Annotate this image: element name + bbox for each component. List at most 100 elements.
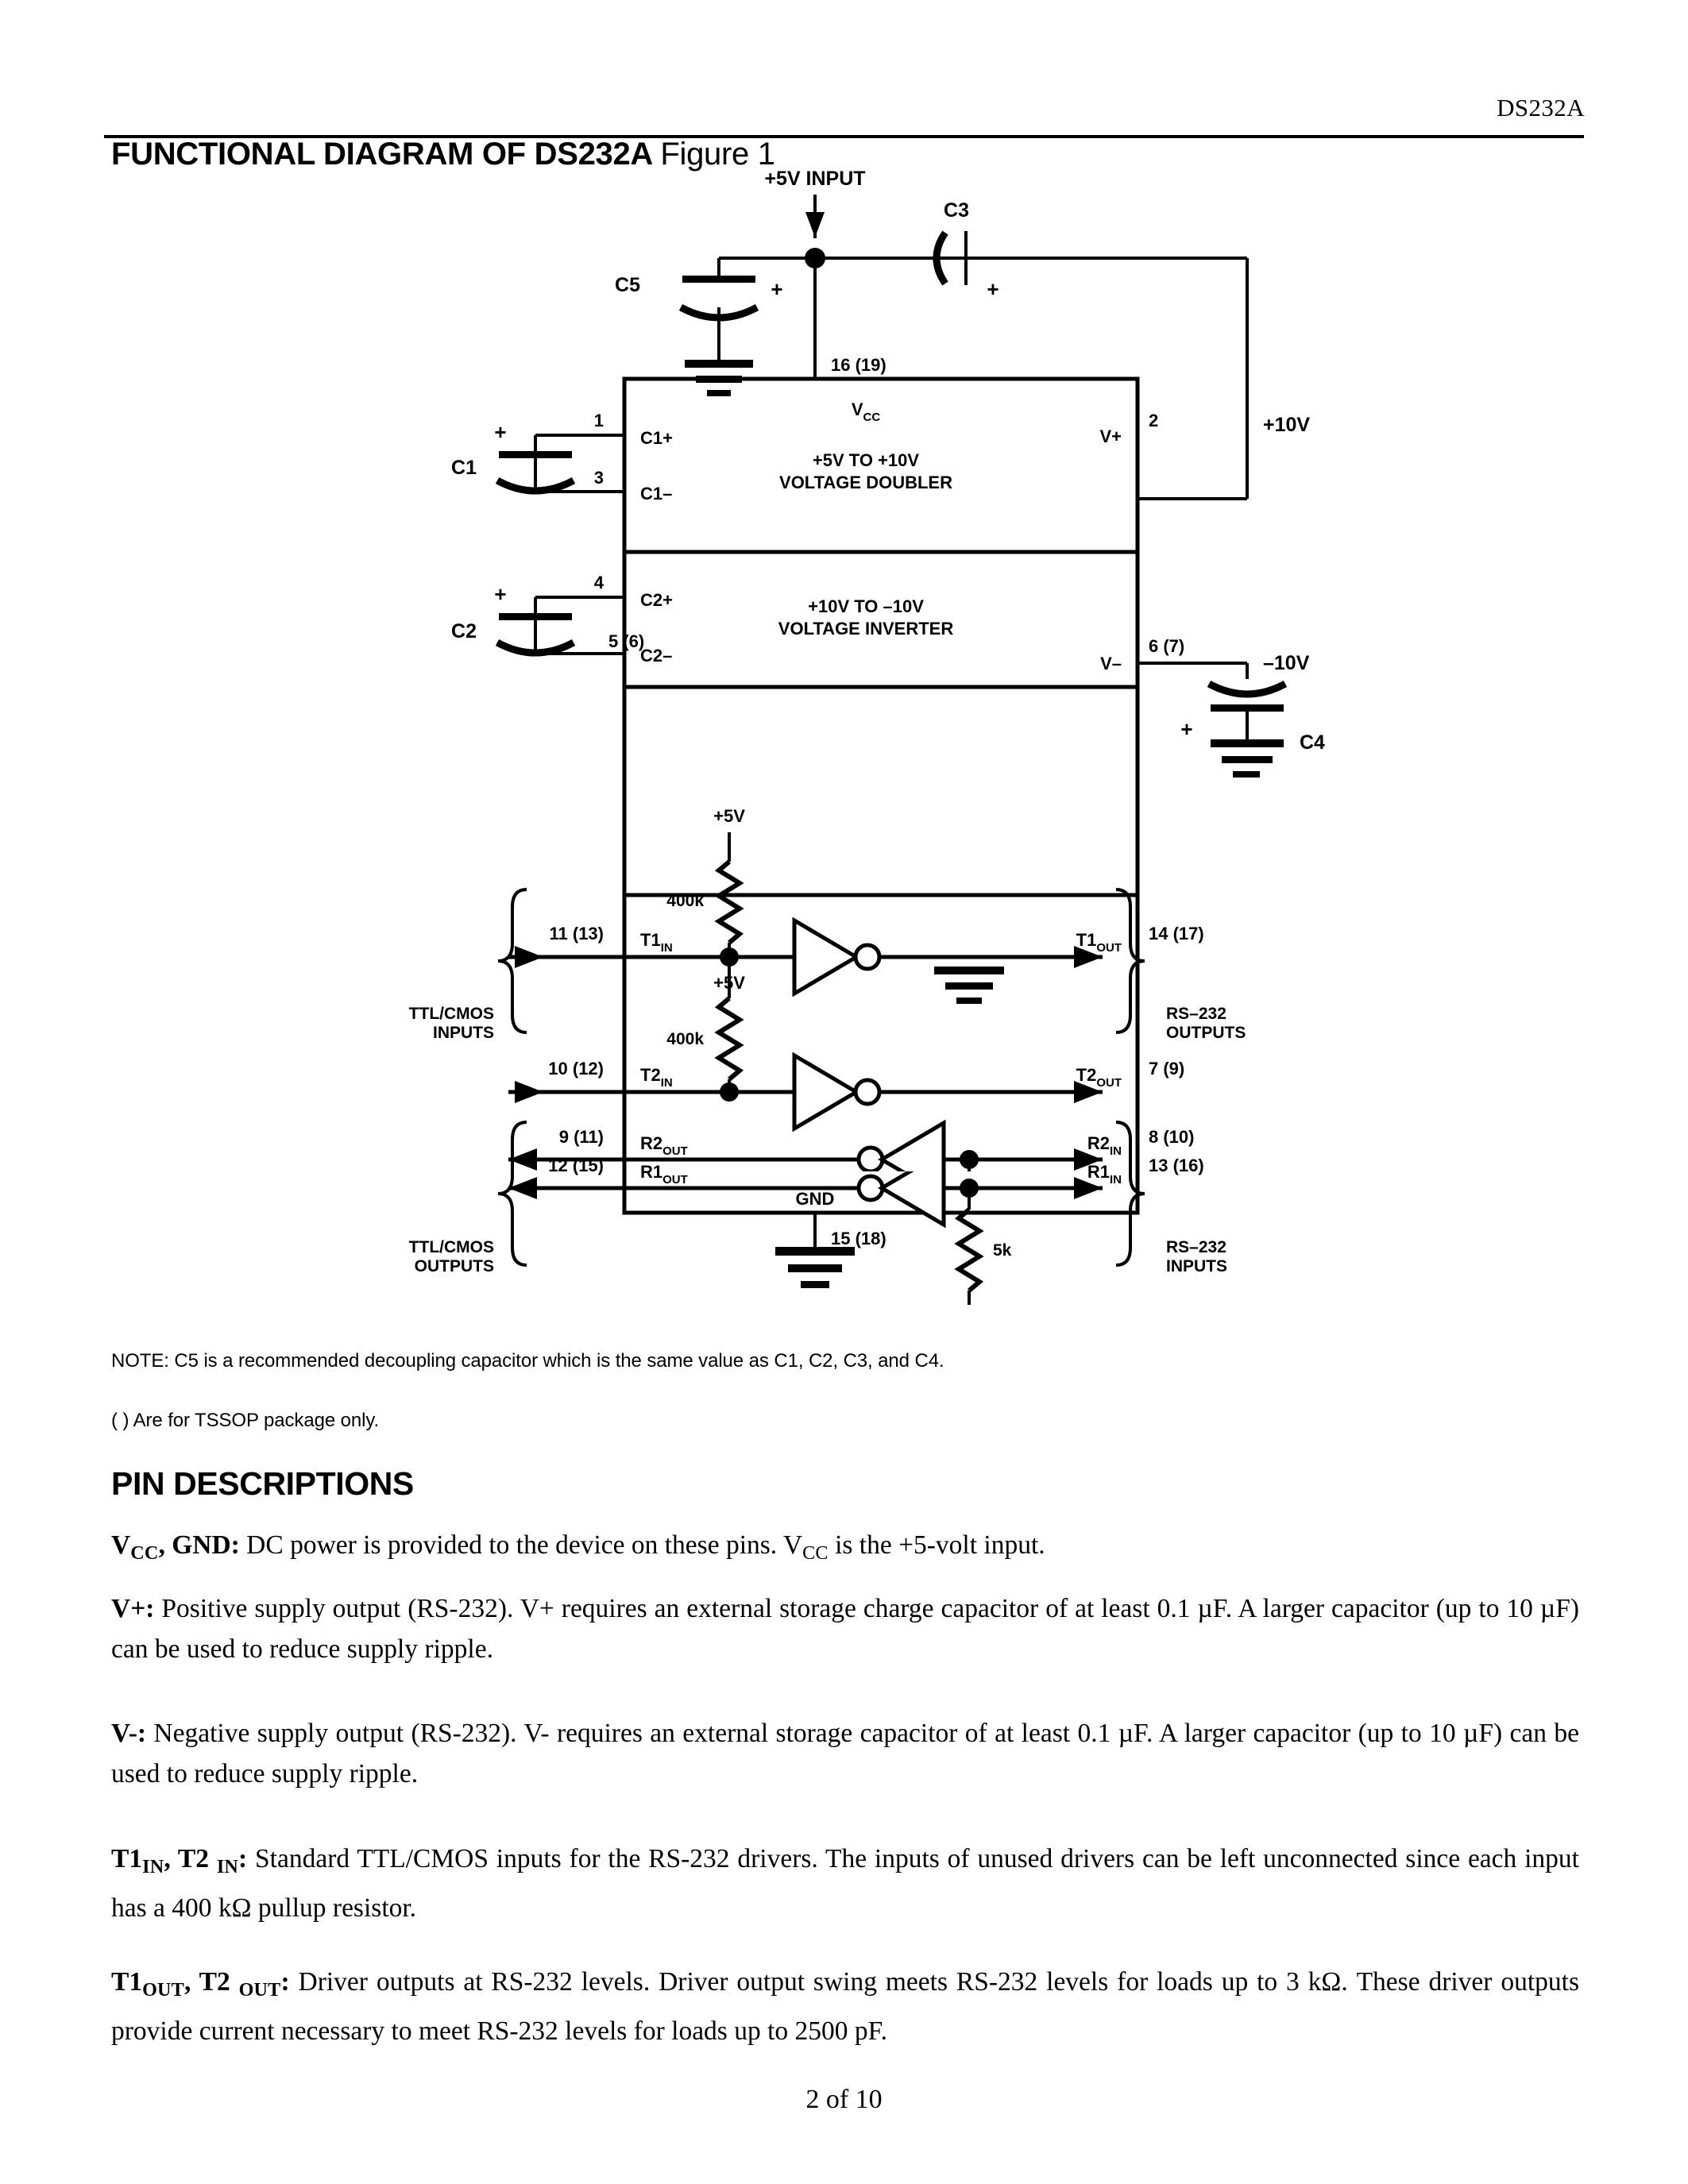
capacitor-c1-label: C1 [451,457,477,479]
section-title-text: FUNCTIONAL DIAGRAM OF DS232A [111,137,652,172]
resistor-5k-receiver1: 5k [993,1241,1012,1260]
pin-label-vcc: 16 (19) [831,355,886,375]
vminus-body: Negative supply output (RS-232). V- requ… [111,1719,1579,1788]
c3-polarity-plus: + [987,277,999,301]
term-t2out: , T2 [183,1967,239,1997]
vcc-gnd-body-b: is the +5-volt input. [828,1530,1045,1560]
pin-name-r1out: R1OUT [640,1162,688,1187]
capacitor-c2-label: C2 [451,620,477,642]
group-label-ttl-outputs-line1: TTL/CMOS [409,1238,494,1256]
block-doubler-line1: +5V TO +10V [813,450,919,470]
c2-polarity-plus: + [494,582,506,606]
pin-number-vminus: 6 (7) [1149,636,1184,656]
block-inverter-line2: VOLTAGE INVERTER [778,619,954,639]
block-label-gnd: GND [796,1189,835,1209]
pin-name-t2out: T2OUT [1076,1065,1122,1090]
term-t1out: T1 [111,1967,143,1997]
vplus-body: Positive supply output (RS-232). V+ requ… [111,1594,1579,1664]
term-t1in: T1 [111,1844,143,1873]
pin-name-c2p: C2+ [640,590,673,610]
term-vcc: V [111,1530,131,1560]
term-vminus: V-: [111,1719,147,1748]
pin-number-c2p: 4 [594,573,605,592]
pin-number-c2n: 5 (6) [608,631,644,651]
pin-descriptions-heading: PIN DESCRIPTIONS [111,1465,414,1502]
pin-number-r1in: 13 (16) [1149,1156,1204,1175]
pin-name-c2n: C2– [640,646,672,666]
pin-number-t1out: 14 (17) [1149,924,1204,943]
pin-number-t2out: 7 (9) [1149,1059,1184,1078]
rail-label-plus10v: +10V [1263,414,1310,436]
capacitor-c5-label: C5 [615,274,640,296]
tout-body: Driver outputs at RS-232 levels. Driver … [111,1967,1579,2046]
section-title: FUNCTIONAL DIAGRAM OF DS232A Figure 1 [111,137,775,172]
resistor-400k-driver2: 400k [666,1030,704,1048]
pin-number-r2in: 8 (10) [1149,1127,1194,1147]
rail-label-plus5v-driver2: +5V [713,973,745,993]
functional-diagram-figure: +5V INPUT C5 + C3 + 16 (19) VCC +5V TO +… [0,171,1688,1306]
header-divider [104,135,1584,138]
pin-name-t1out: T1OUT [1076,930,1122,955]
term-t2in-subscript: IN [216,1856,239,1877]
term-t1in-subscript: IN [142,1856,164,1877]
supply-input-label: +5V INPUT [764,171,865,190]
pin-description-vcc-gnd: VCC, GND: DC power is provided to the de… [111,1525,1579,1574]
rail-label-plus5v-driver1: +5V [713,806,745,826]
term-vplus: V+: [111,1594,155,1623]
term-t1out-subscript: OUT [142,1979,184,2001]
pin-description-vminus: V-: Negative supply output (RS-232). V- … [111,1713,1579,1794]
note-decoupling-capacitor: NOTE: C5 is a recommended decoupling cap… [111,1350,944,1372]
term-t2out-subscript: OUT [238,1979,281,2001]
pin-name-c1n: C1– [640,484,672,504]
receiver2-overlay: 9 (11) R2OUT R2IN 8 (10) 5k [508,1119,1194,1171]
pin-description-tin: T1IN, T2 IN: Standard TTL/CMOS inputs fo… [111,1839,1579,1928]
block-inverter-line1: +10V TO –10V [808,596,924,616]
pin-number-r2out: 9 (11) [559,1127,604,1147]
rail-label-minus10v: –10V [1263,652,1310,674]
block-doubler-line2: VOLTAGE DOUBLER [779,473,952,492]
pin-description-vplus: V+: Positive supply output (RS-232). V+ … [111,1588,1579,1669]
pin-name-r2in: R2IN [1087,1133,1122,1158]
pin-name-t2in: T2IN [640,1065,673,1090]
pin-number-t2in: 10 (12) [548,1059,604,1078]
vcc-gnd-body-subscript: CC [802,1542,829,1564]
pin-number-vplus: 2 [1149,411,1158,430]
resistor-400k-driver1: 400k [666,892,704,910]
group-label-rs232-outputs-line1: RS–232 [1166,1005,1226,1023]
group-label-rs232-outputs-line2: OUTPUTS [1166,1024,1246,1042]
c4-polarity-plus: + [1180,717,1192,741]
note-tssop-package: ( ) Are for TSSOP package only. [111,1410,380,1431]
group-label-ttl-inputs-line2: INPUTS [433,1024,494,1042]
page-footer: 2 of 10 [805,2085,883,2114]
receiver1-ground-overlay [934,967,1004,1004]
block-label-vcc: VCC [852,399,881,424]
pin-description-tout: T1OUT, T2 OUT: Driver outputs at RS-232 … [111,1962,1579,2051]
term-t2in: , T2 [164,1844,217,1873]
pin-name-c1p: C1+ [640,428,673,448]
c1-polarity-plus: + [494,420,506,444]
pin-name-vplus: V+ [1099,426,1122,446]
pin-number-gnd: 15 (18) [831,1229,886,1248]
term-vcc-subscript: CC [130,1542,159,1564]
pin-name-r1in: R1IN [1087,1162,1122,1187]
group-label-rs232-inputs-line1: RS–232 [1166,1238,1226,1256]
figure-label: Figure 1 [660,137,775,172]
capacitor-c3-label: C3 [944,199,969,222]
pin-name-vminus: V– [1100,654,1122,673]
pin-number-c1n: 3 [594,468,604,488]
vcc-gnd-body-a: DC power is provided to the device on th… [239,1530,803,1560]
pin-number-t1in: 11 (13) [550,924,605,943]
term-tin-colon: : [238,1844,248,1873]
page-header-part-number: DS232A [1497,94,1585,122]
pin-name-r2out: R2OUT [640,1133,688,1158]
group-label-ttl-inputs-line1: TTL/CMOS [409,1005,494,1023]
group-label-ttl-outputs-line2: OUTPUTS [415,1257,494,1275]
tin-body: Standard TTL/CMOS inputs for the RS-232 … [111,1844,1579,1923]
group-label-rs232-inputs-line2: INPUTS [1166,1257,1227,1275]
term-tout-colon: : [280,1967,290,1997]
capacitor-c4-label: C4 [1300,731,1325,754]
pin-number-c1p: 1 [594,411,604,430]
c5-polarity-plus: + [771,277,782,301]
pin-name-t1in: T1IN [640,930,673,955]
